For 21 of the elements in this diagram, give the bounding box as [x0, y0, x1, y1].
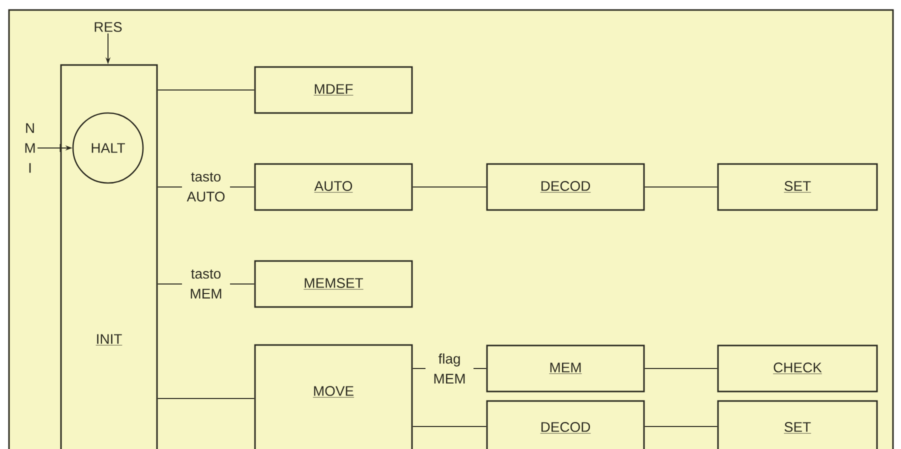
connector-line [644, 368, 718, 369]
connector-line [644, 186, 718, 188]
connector-line [412, 186, 487, 188]
connector-line [412, 426, 487, 427]
process-box: MOVE [254, 344, 413, 449]
signal-label: RES [94, 22, 122, 32]
process-box: MDEF [254, 66, 413, 114]
process-box: SET [717, 400, 878, 449]
process-box: AUTO [254, 163, 413, 211]
connector-line [157, 398, 255, 399]
edge-label: tasto MEM [182, 268, 230, 300]
signal-label: N M I [25, 123, 35, 173]
edge-label: flag MEM [426, 352, 474, 384]
process-box: DECOD [486, 400, 645, 449]
edge-label: tasto AUTO [182, 171, 230, 203]
process-box: DECOD [486, 163, 645, 211]
process-box: SET [717, 163, 878, 211]
connector-line [644, 426, 718, 427]
process-box: CHECK [717, 344, 878, 392]
process-box: MEM [486, 344, 645, 392]
process-box: MEMSET [254, 260, 413, 308]
